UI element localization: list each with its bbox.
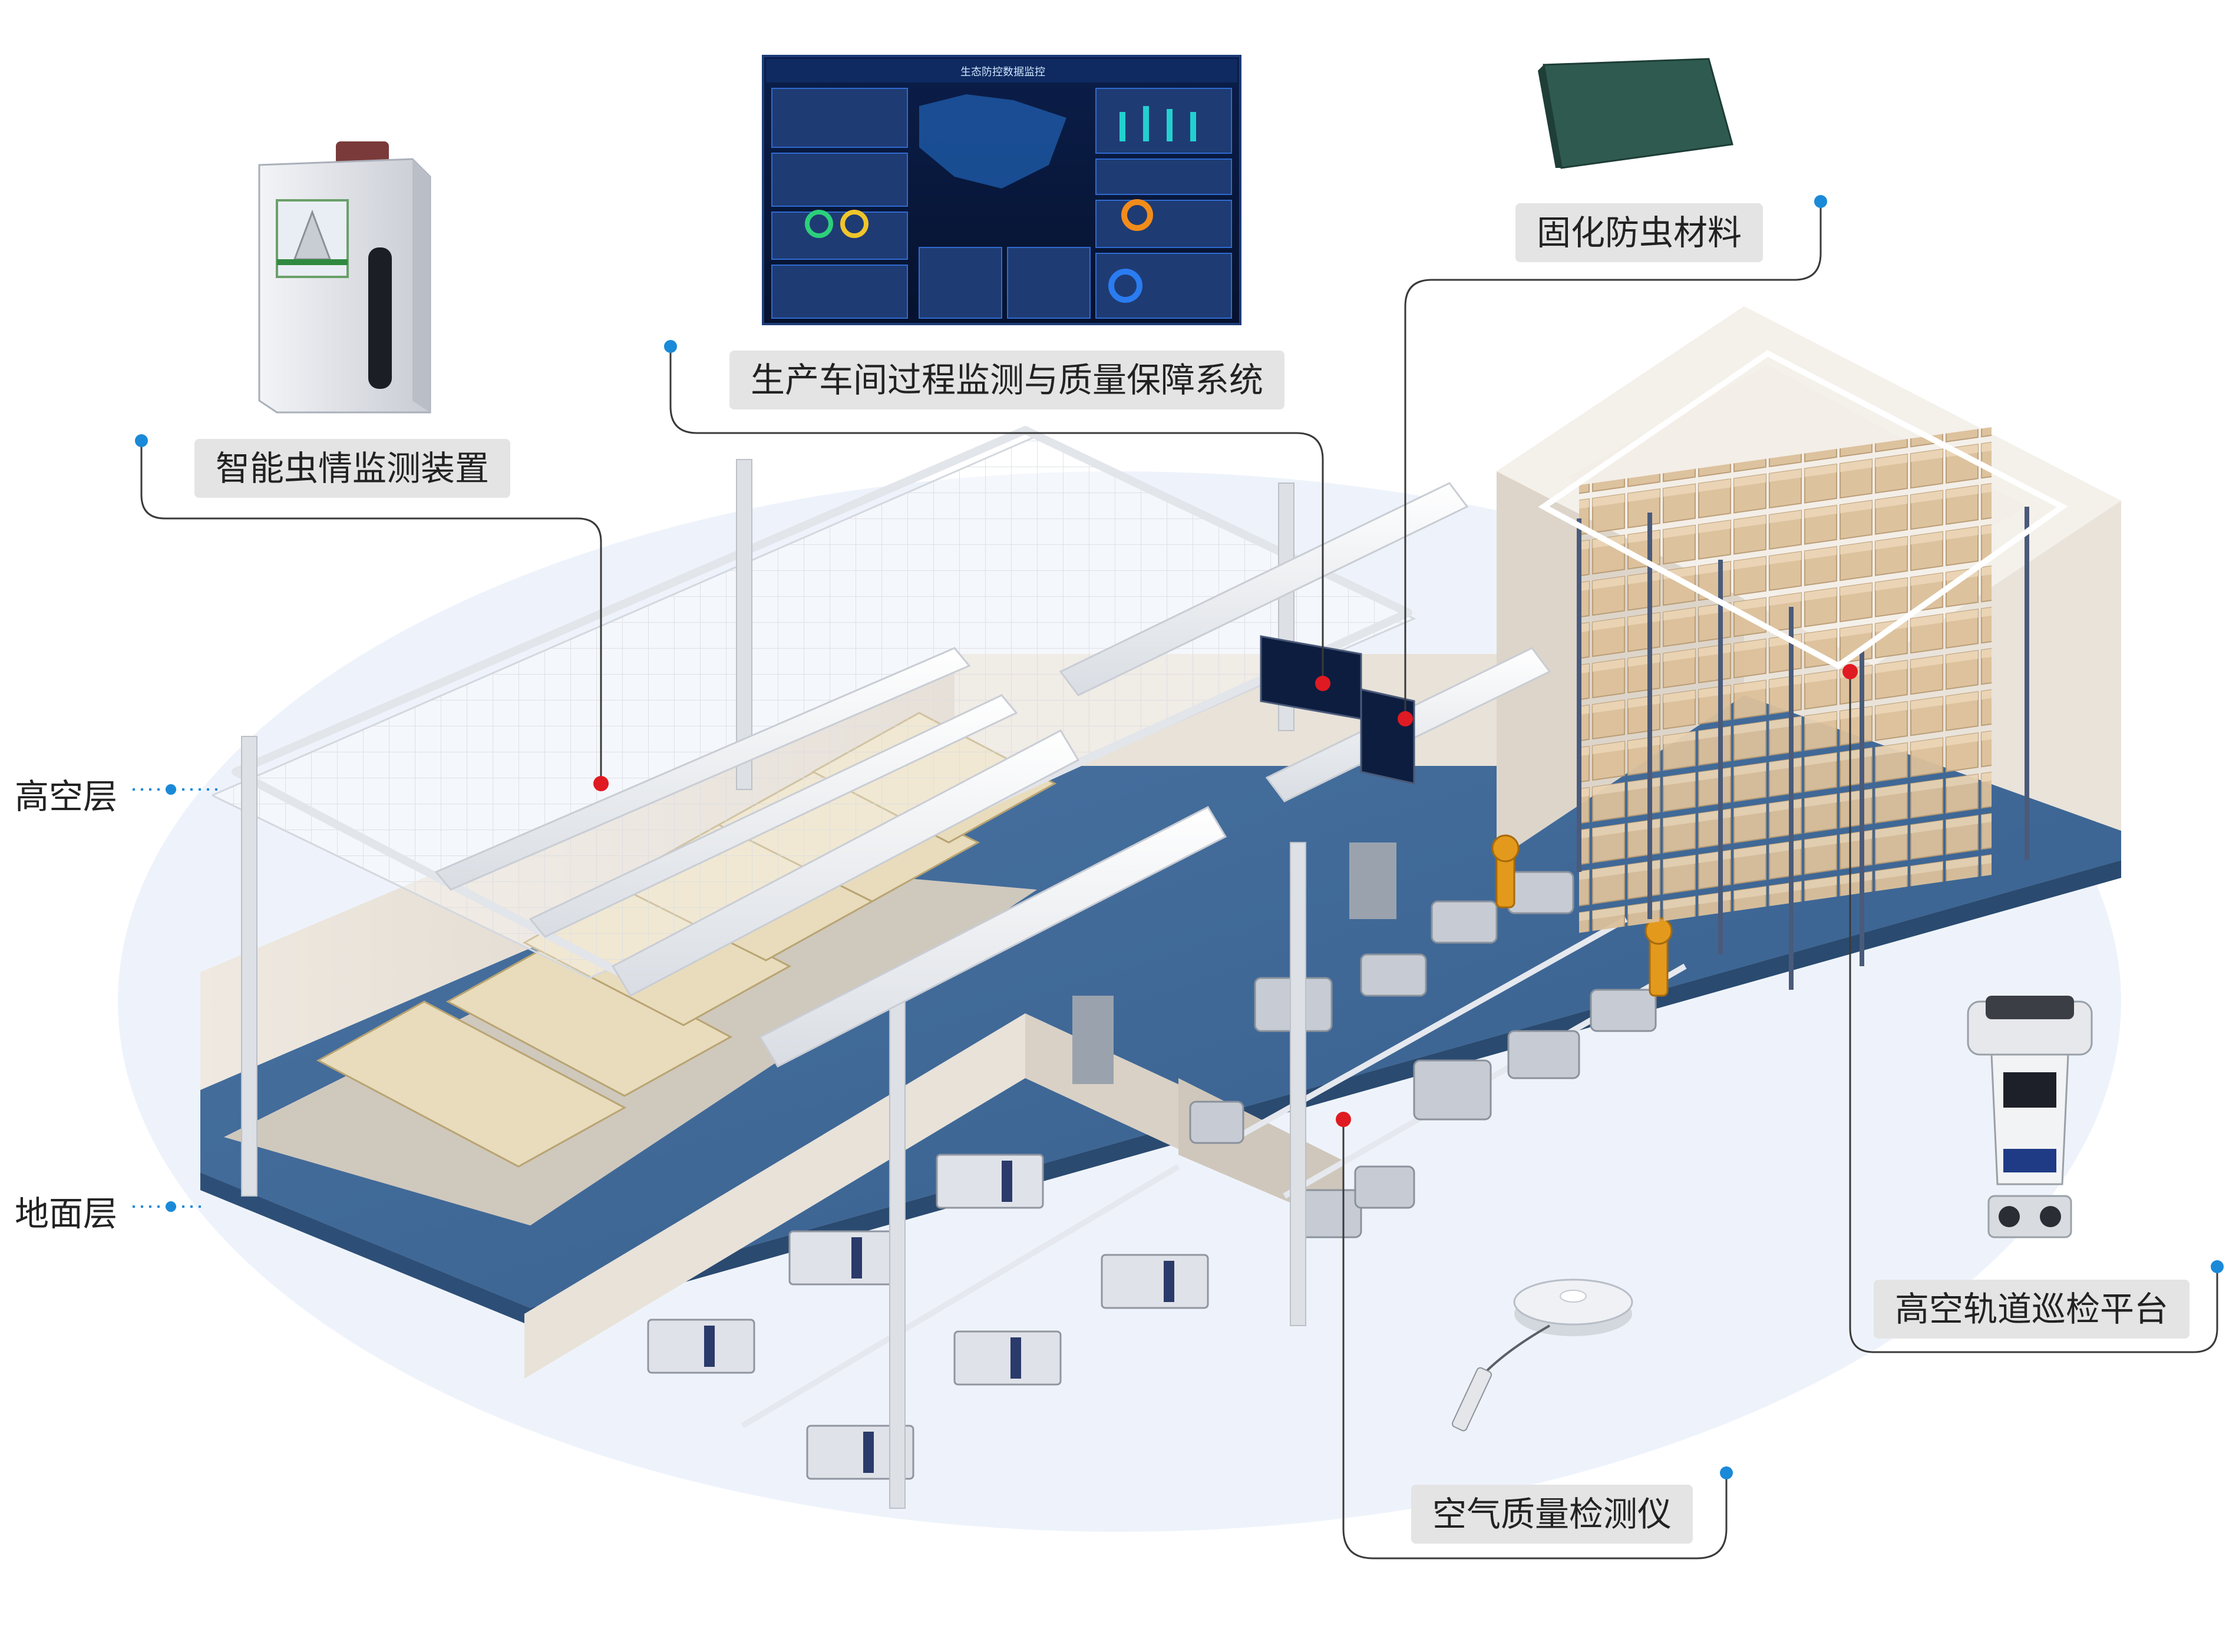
- rail-robot-device: [1967, 996, 2093, 1238]
- insect-material-block: [1538, 58, 1733, 169]
- warehouse-racks: [1538, 350, 2068, 990]
- air-ducts: [434, 482, 1551, 1068]
- air-quality-device: [1451, 1278, 1633, 1432]
- rail-platform-label: 高空轨道巡检平台: [1874, 1280, 2190, 1339]
- high-layer-label: 高空层: [15, 777, 118, 817]
- dashboard-title: 生态防控数据监控: [960, 66, 1045, 78]
- rail-columns: [241, 459, 1306, 1509]
- dashboard-screen: [762, 55, 1241, 325]
- control-room: [1260, 635, 1415, 785]
- leader-lines: [140, 201, 2218, 1560]
- callout-dots: [135, 195, 2224, 1479]
- red-markers: [593, 664, 1858, 1127]
- ground-layer-label: 地面层: [15, 1194, 118, 1234]
- insect-material-label: 固化防虫材料: [1515, 203, 1764, 262]
- air-quality-label: 空气质量检测仪: [1411, 1485, 1693, 1544]
- pest-monitor-label: 智能虫情监测装置: [194, 439, 511, 498]
- layer-dotted-lines: [133, 788, 218, 1208]
- workshop-system-label: 生产车间过程监测与质量保障系统: [729, 351, 1285, 409]
- pest-monitor-device: [258, 141, 431, 414]
